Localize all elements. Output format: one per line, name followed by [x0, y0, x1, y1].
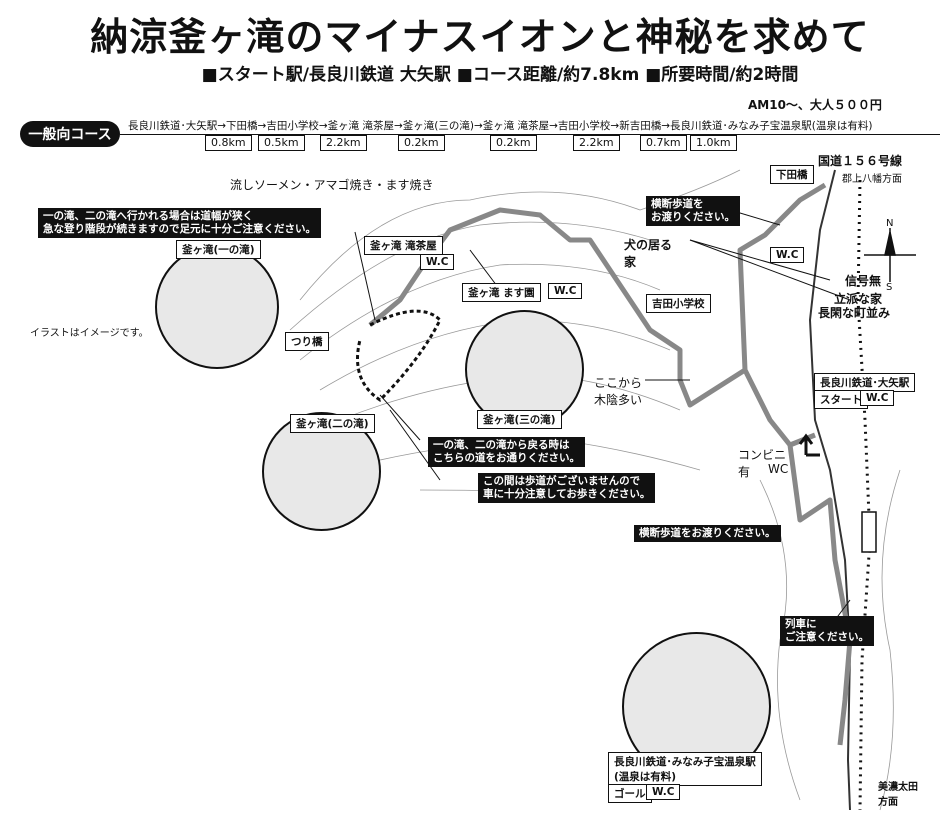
compass-south: S: [886, 282, 893, 293]
falls1-label: 釜ヶ滝(一の滝): [176, 240, 261, 259]
minoota-direction: 美濃太田 方面: [878, 782, 918, 808]
signal-label: 信号無: [845, 274, 882, 288]
return-path-notice: 一の滝、二の滝から戻る時は こちらの道をお通りください。: [428, 437, 585, 467]
falls-trail: [356, 309, 442, 402]
wc-shimoda: W.C: [770, 247, 805, 263]
start-label: スタート: [814, 390, 868, 409]
railway: [856, 179, 872, 811]
road-156: [808, 169, 852, 811]
townscape-label: 長閑な町並み: [818, 306, 891, 320]
map-subtitle: ■スタート駅/長良川鉄道 大矢駅 ■コース距離/約7.8km ■所要時間/約2時…: [201, 65, 799, 85]
falls3-label: 釜ヶ滝(三の滝): [477, 410, 562, 429]
house-label: 立派な家: [834, 292, 883, 306]
no-sidewalk-notice: この間は歩道がございませんので 車に十分注意してお歩きください。: [478, 473, 656, 503]
route-156-label: 国道１５６号線: [818, 154, 903, 168]
dog-house-label: 犬の居る 家: [624, 238, 673, 269]
map-title: 納涼釜ヶ滝のマイナスイオンと神秘を求めて: [90, 15, 870, 59]
tsuribashi-label: つり橋: [285, 332, 329, 351]
train-notice: 列車に ご注意ください。: [780, 616, 874, 646]
distance-3: 2.2km: [320, 135, 367, 151]
wc-masuen: W.C: [548, 283, 583, 299]
shimodabashi-label: 下田橋: [770, 165, 814, 184]
distance-5: 0.2km: [490, 135, 537, 151]
wc-start: W.C: [860, 390, 895, 406]
compass-icon: [864, 228, 916, 282]
start-arrow-icon: [798, 433, 820, 457]
wc-chaya: W.C: [420, 254, 455, 270]
distance-7: 0.7km: [640, 135, 687, 151]
price-info: AM10～、大人５００円: [748, 98, 882, 112]
steep-warning: 一の滝、二の滝へ行かれる場合は道幅が狭く 急な登り階段が続きますので足元に十分ご…: [38, 208, 321, 238]
falls1-illustration: [155, 245, 279, 369]
minami-station-label: 長良川鉄道･みなみ子宝温泉駅 (温泉は有料): [608, 752, 762, 786]
masuen-label: 釜ヶ滝 ます園: [462, 283, 541, 302]
convenience-label: コンビニ 有: [738, 448, 787, 479]
wc-convenience: WC: [768, 462, 789, 476]
distance-6: 2.2km: [573, 135, 620, 151]
shade-label: ここから 木陰多い: [594, 376, 643, 407]
compass-north: N: [886, 218, 894, 229]
falls2-label: 釜ヶ滝(二の滝): [290, 414, 375, 433]
route-underline: [120, 134, 940, 135]
crosswalk-notice-1: 横断歩道を お渡りください。: [646, 196, 740, 226]
distance-2: 0.5km: [258, 135, 305, 151]
food-label: 流しソーメン・アマゴ焼き・ます焼き: [230, 178, 434, 192]
gujo-direction: 郡上八幡方面: [842, 174, 902, 185]
distance-8: 1.0km: [690, 135, 737, 151]
distance-1: 0.8km: [205, 135, 252, 151]
chaya-label: 釜ヶ滝 滝茶屋: [364, 236, 443, 255]
illustration-note: イラストはイメージです。: [30, 328, 149, 339]
goal-label: ゴール: [608, 784, 652, 803]
course-badge: 一般向コース: [20, 121, 120, 147]
train-icon: [861, 511, 877, 553]
yoshida-school-label: 吉田小学校: [646, 294, 711, 313]
falls3-illustration: [465, 310, 584, 429]
distance-4: 0.2km: [398, 135, 445, 151]
course-route: 長良川鉄道･大矢駅→下田橋→吉田小学校→釜ヶ滝 滝茶屋→釜ヶ滝(三の滝)→釜ヶ滝…: [128, 120, 873, 132]
crosswalk-notice-2: 横断歩道をお渡りください。: [634, 525, 781, 542]
ooya-station-label: 長良川鉄道･大矢駅: [814, 373, 916, 392]
wc-goal: W.C: [646, 784, 681, 800]
